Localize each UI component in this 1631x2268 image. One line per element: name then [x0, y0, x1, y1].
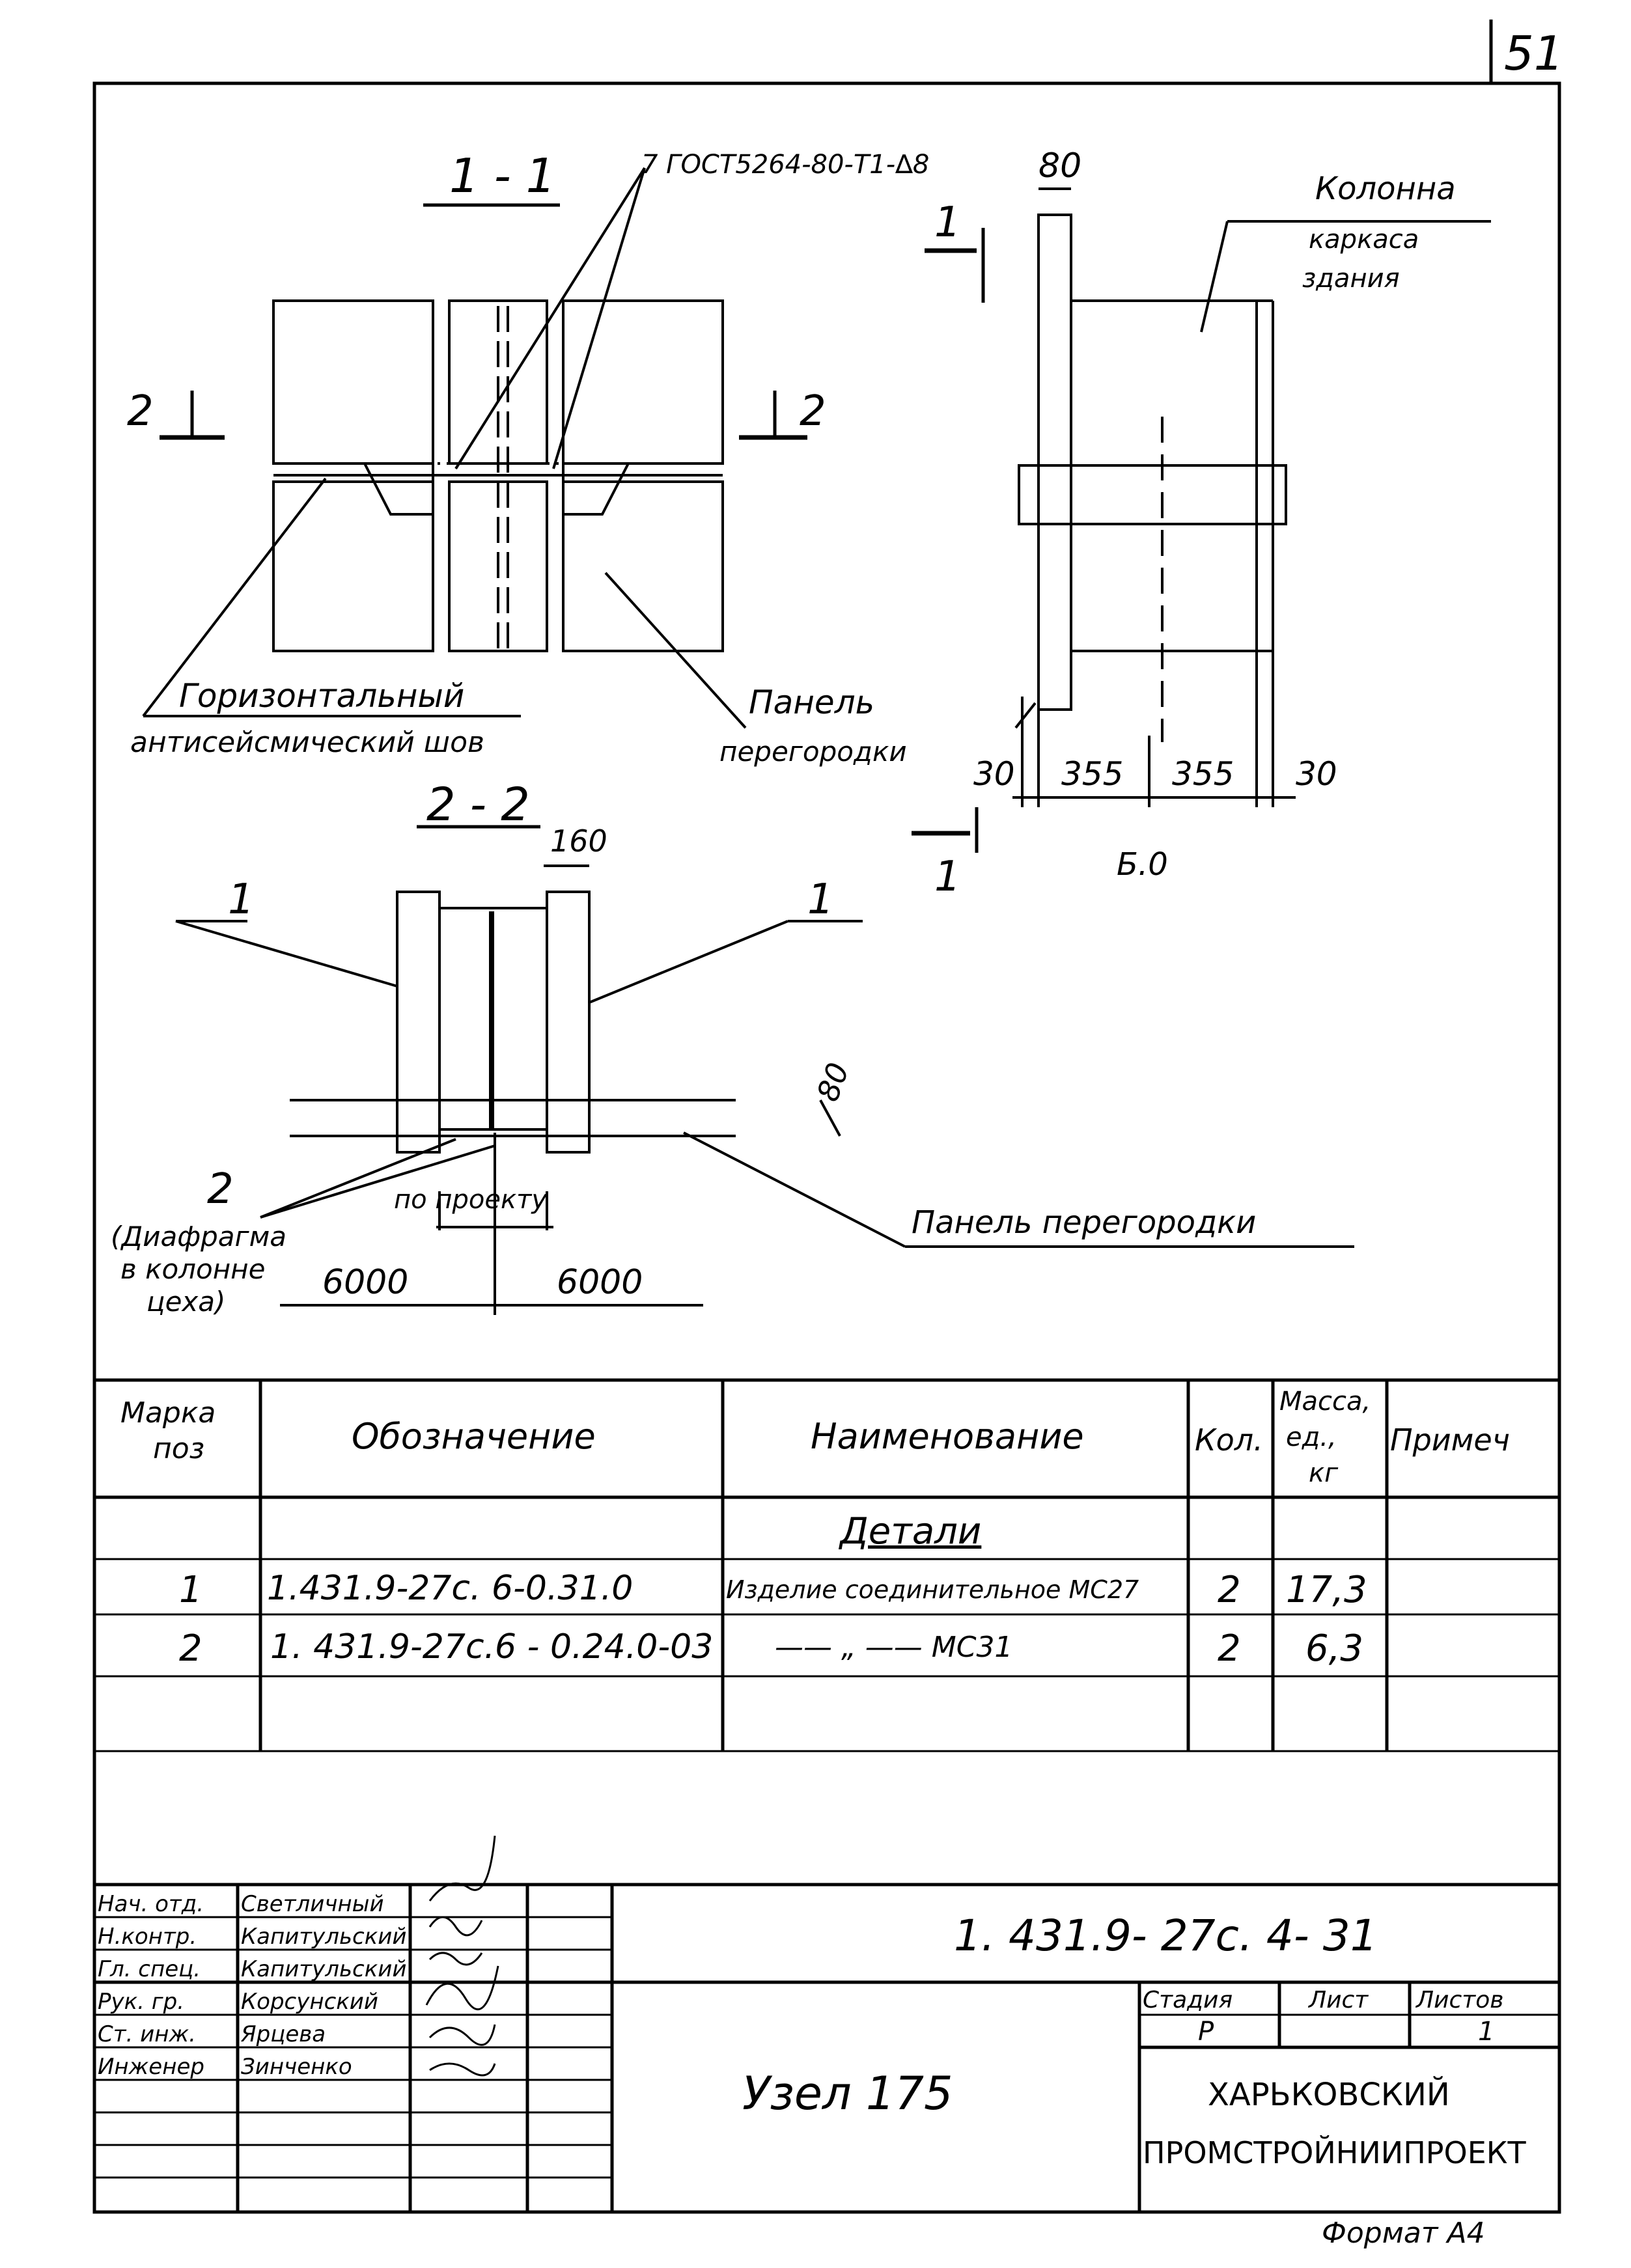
weld-note: 7 ГОСТ5264-80-Т1-∆8 [641, 150, 930, 180]
side-view-drawing [912, 187, 1491, 853]
dim-160: 160 [550, 823, 607, 859]
pos-1-right: 1 [807, 876, 834, 924]
section-1-1-drawing [142, 167, 807, 729]
horizontal-seam-label-line1: Горизонтальный [179, 677, 465, 715]
dim-80-top: 80 [1039, 146, 1082, 186]
column-label-line1: Колонна [1315, 171, 1456, 207]
stage-value: Р [1198, 2017, 1214, 2047]
horizontal-seam-label-line2: антисейсмический шов [130, 726, 484, 759]
header-mass-line2: ед., [1286, 1422, 1337, 1452]
row-2-pos: 2 [179, 1627, 202, 1670]
sheet-number: 51 [1504, 26, 1564, 81]
document-code: 1. 431.9- 27с. 4- 31 [954, 1911, 1378, 1961]
row-1-pos: 1 [179, 1569, 202, 1611]
signatory-name-2: Капитульский [241, 1924, 407, 1950]
dim-30-right: 30 [1296, 755, 1337, 793]
by-project-label: по проекту [394, 1185, 548, 1215]
dim-6000-right: 6000 [557, 1263, 643, 1302]
column-label-line2: каркаса [1309, 225, 1419, 255]
signatory-role-1: Нач. отд. [98, 1891, 204, 1917]
organization-line1: ХАРЬКОВСКИЙ [1208, 2077, 1450, 2113]
row-2-name: —— „ —— МС31 [775, 1631, 1013, 1664]
signatory-role-6: Инженер [98, 2054, 204, 2080]
column-label-line3: здания [1302, 264, 1400, 294]
signatory-name-3: Капитульский [241, 1956, 407, 1982]
signatory-role-5: Ст. инж. [98, 2021, 196, 2047]
header-designation: Обозначение [352, 1416, 596, 1457]
format-label: Формат А4 [1322, 2217, 1485, 2250]
dim-355-b: 355 [1172, 755, 1234, 793]
header-mark-line1: Марка [120, 1396, 216, 1430]
pos-1-left: 1 [228, 876, 255, 924]
header-qty: Кол. [1195, 1422, 1263, 1458]
section-2-2-title: 2 - 2 [426, 778, 530, 831]
sheets-value: 1 [1478, 2017, 1495, 2047]
row-1-mass: 17,3 [1286, 1569, 1367, 1611]
dim-355-a: 355 [1061, 755, 1124, 793]
diaphragm-label-line2: в колонне [120, 1253, 266, 1285]
diaphragm-label-line3: цеха) [146, 1286, 226, 1318]
sheet-frame [92, 81, 1561, 2214]
cut-marker-2-left: 2 [127, 387, 154, 436]
row-2-mass: 6,3 [1305, 1627, 1364, 1670]
row-1-name: Изделие соединительное МС27 [726, 1575, 1139, 1604]
panel-label-line2: перегородки [719, 736, 907, 768]
signatory-name-6: Зинченко [241, 2054, 352, 2080]
dim-6000-left: 6000 [322, 1263, 409, 1302]
row-1-designation: 1.431.9-27с. 6-0.31.0 [267, 1569, 634, 1608]
signatures-image [425, 1835, 499, 2077]
section-1-1-title: 1 - 1 [449, 148, 556, 203]
panel-label-line1: Панель [749, 684, 875, 721]
sheets-label: Листов [1416, 1987, 1504, 2013]
organization-line2: ПРОМСТРОЙНИИПРОЕКТ [1143, 2135, 1526, 2170]
partition-panel-label: Панель перегородки [912, 1204, 1257, 1241]
header-mark-line2: поз [153, 1432, 205, 1465]
signatory-role-2: Н.контр. [98, 1924, 197, 1950]
stage-label: Стадия [1143, 1987, 1233, 2013]
header-mass-line1: Масса, [1279, 1387, 1371, 1417]
cut-marker-2-right: 2 [800, 387, 826, 436]
cut-marker-1-top: 1 [934, 199, 961, 247]
signatory-name-5: Ярцева [241, 2021, 326, 2047]
title-block-grid [94, 1883, 1559, 2212]
signatory-role-4: Рук. гр. [98, 1989, 185, 2015]
row-2-qty: 2 [1218, 1627, 1241, 1670]
sheet-title: Узел 175 [742, 2067, 953, 2120]
cut-marker-1-bottom: 1 [934, 853, 961, 901]
section-2-2-drawing [175, 825, 1354, 1315]
header-name: Наименование [811, 1416, 1084, 1457]
header-note: Примеч [1390, 1422, 1510, 1458]
row-1-qty: 2 [1218, 1569, 1241, 1611]
header-mass-line3: кг [1309, 1458, 1339, 1488]
row-2-designation: 1. 431.9-27с.6 - 0.24.0-03 [270, 1627, 714, 1666]
group-title: Детали [840, 1510, 982, 1553]
pos-2: 2 [207, 1165, 234, 1213]
signatory-name-4: Корсунский [241, 1989, 378, 2015]
dim-30-left: 30 [973, 755, 1015, 793]
signatory-name-1: Светличный [241, 1891, 384, 1917]
signatory-role-3: Гл. спец. [98, 1956, 201, 1982]
sheet-label: Лист [1309, 1987, 1369, 2013]
spec-table-grid [94, 1378, 1559, 1752]
diaphragm-label-line1: (Диафрагма [111, 1221, 287, 1252]
axis-b0: Б.0 [1117, 846, 1168, 883]
